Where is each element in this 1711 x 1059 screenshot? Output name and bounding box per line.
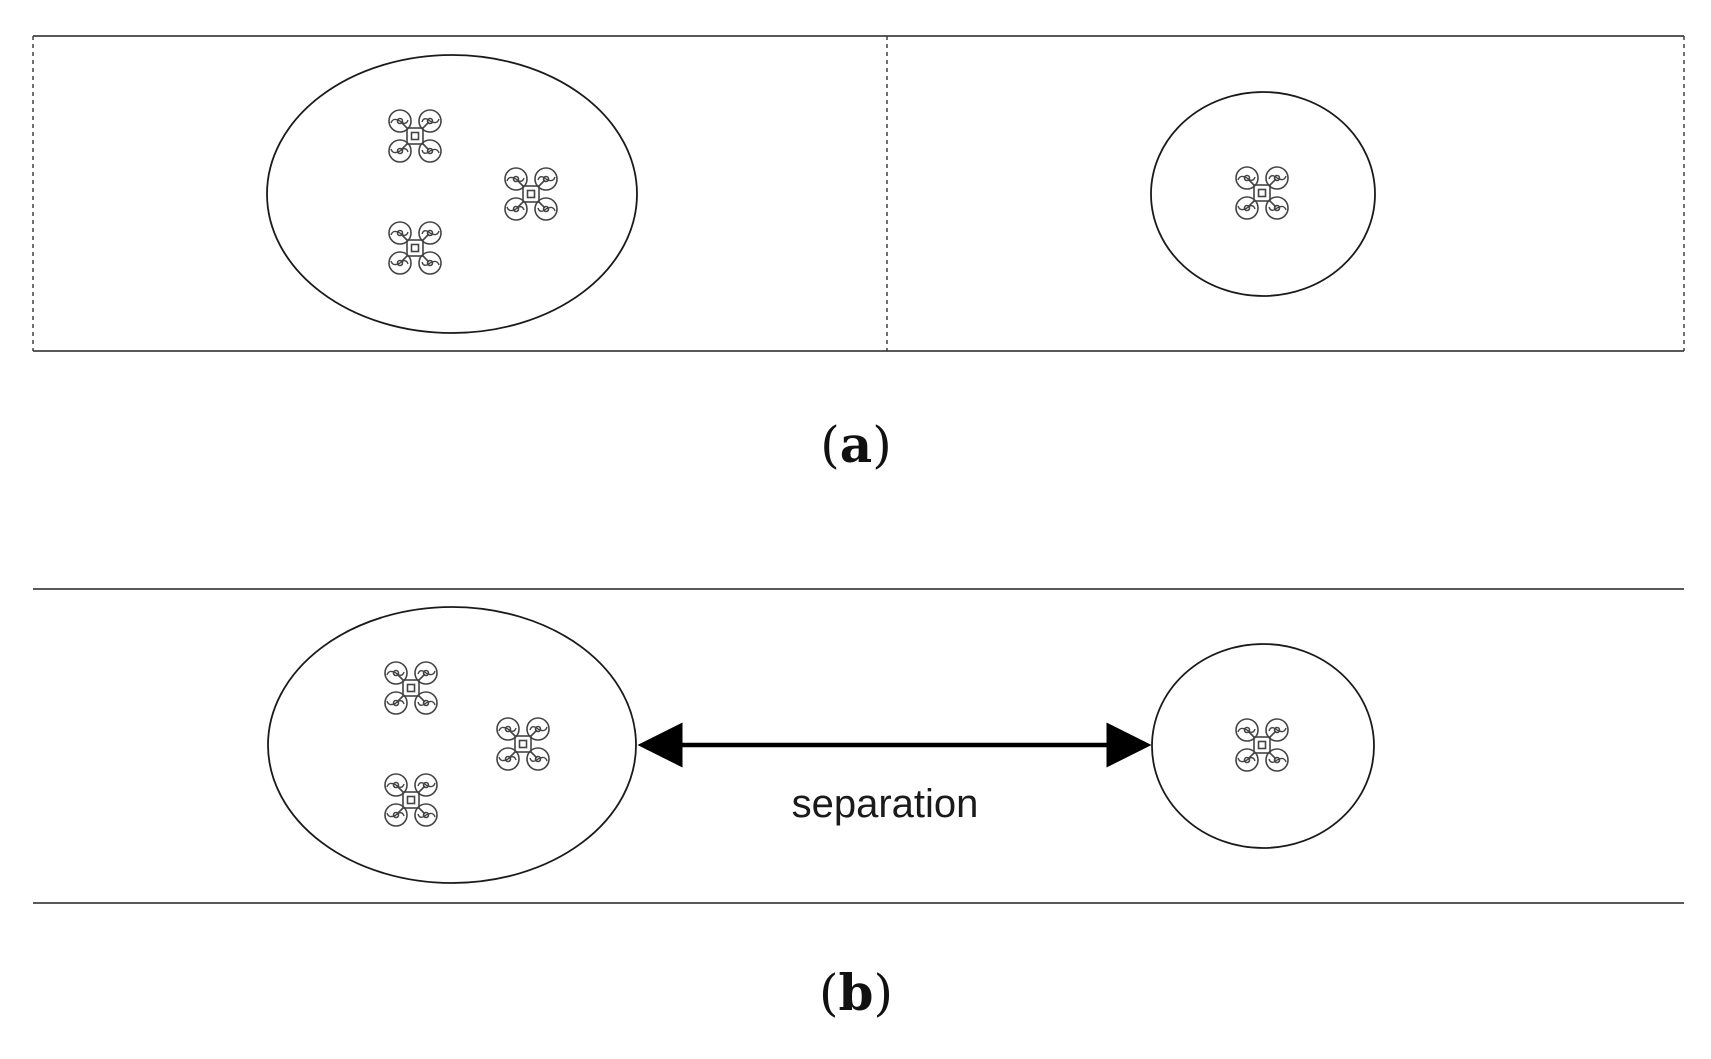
separation-label: separation <box>792 782 979 826</box>
quadcopter-drone-icon <box>1235 718 1289 772</box>
panel-b-right-swarm-boundary <box>1151 643 1375 849</box>
quadcopter-drone-icon <box>504 167 558 221</box>
panel-a-left-swarm-boundary <box>266 54 638 334</box>
panel-a-caption: (a) <box>820 415 891 474</box>
panel-b: separation (b) <box>33 588 1684 1022</box>
quadcopter-drone-icon <box>496 717 550 771</box>
quadcopter-drone-icon <box>384 773 438 827</box>
panel-a: (a) <box>32 35 1685 474</box>
panel-a-right-swarm-boundary <box>1150 91 1376 297</box>
quadcopter-drone-icon <box>384 661 438 715</box>
quadcopter-drone-icon <box>1235 166 1289 220</box>
quadcopter-drone-icon <box>388 109 442 163</box>
panel-b-left-swarm-boundary <box>267 606 637 884</box>
quadcopter-drone-icon <box>388 221 442 275</box>
panel-b-caption: (b) <box>819 963 893 1022</box>
